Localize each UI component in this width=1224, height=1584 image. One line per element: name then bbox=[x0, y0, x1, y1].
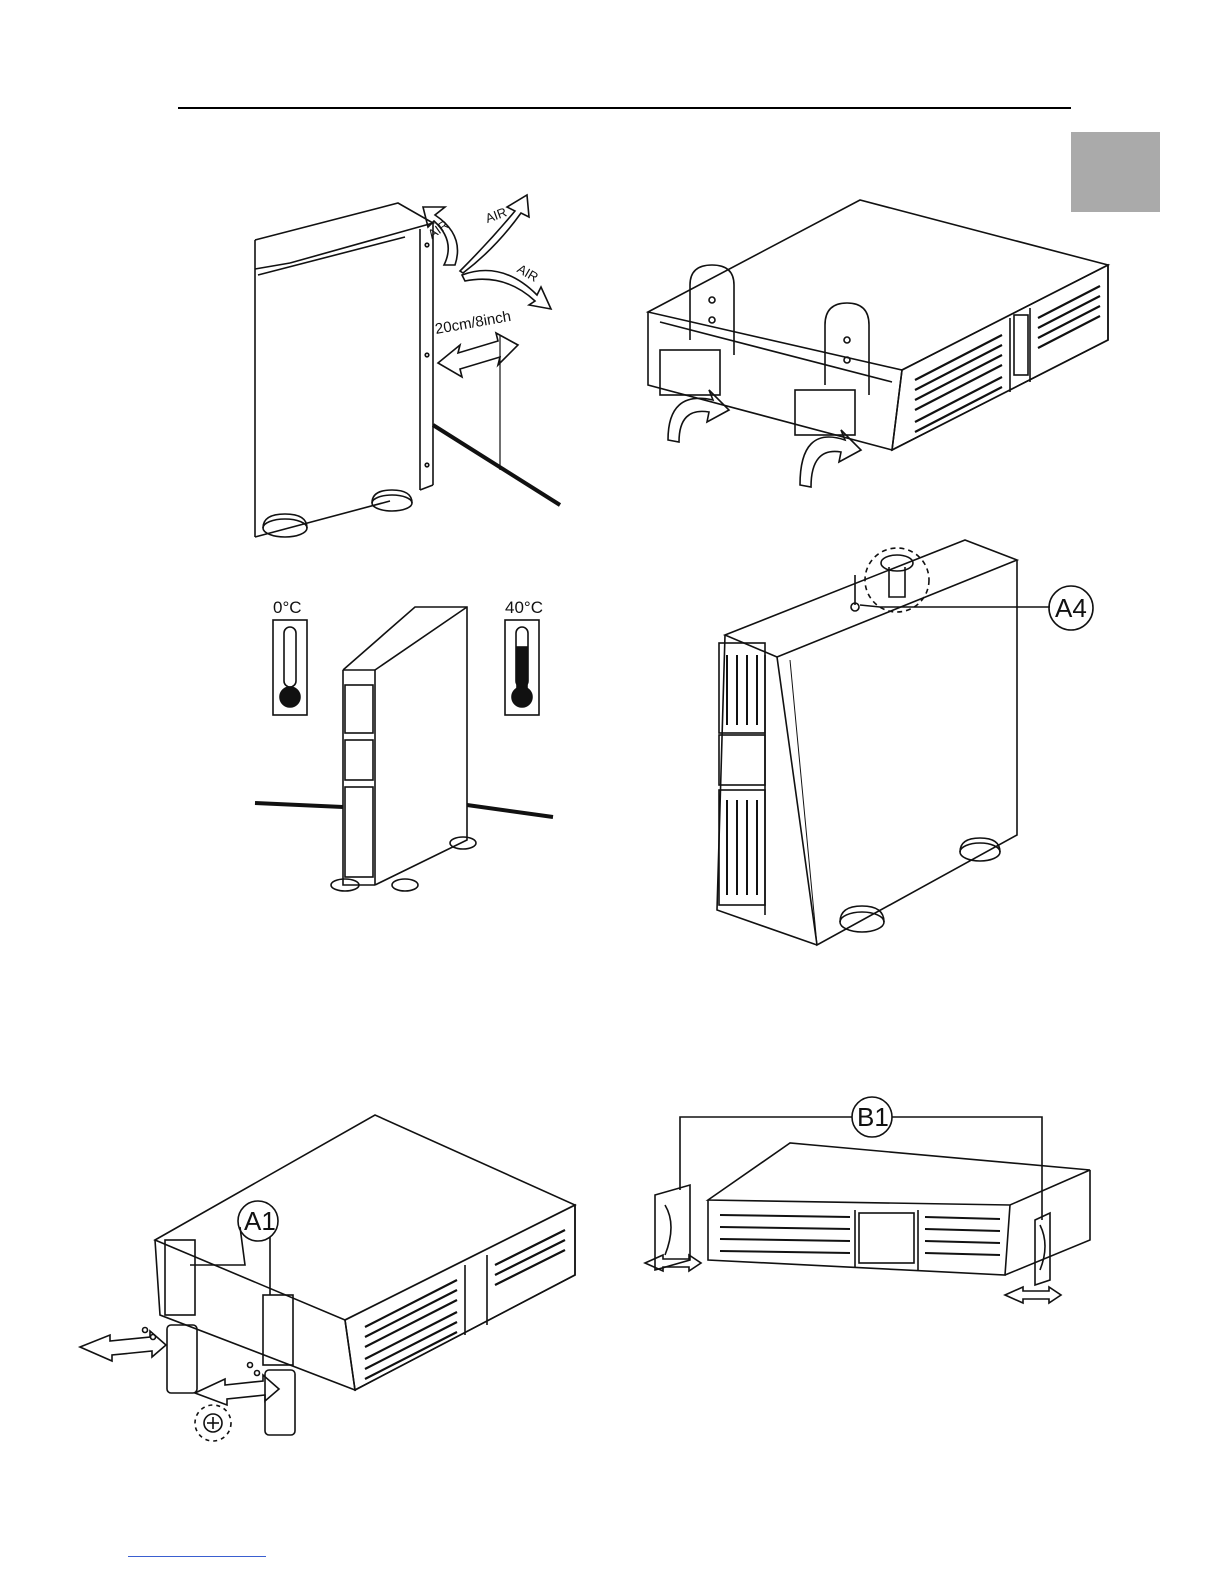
figure-rack-feet-install bbox=[630, 200, 1150, 495]
temp-min-label: 0°C bbox=[273, 598, 302, 617]
figure-screw-callout-a4: A4 bbox=[705, 535, 1105, 945]
clearance-label: 20cm/8inch bbox=[434, 308, 513, 338]
header-rule bbox=[178, 107, 1071, 109]
callout-a4: A4 bbox=[1055, 593, 1087, 623]
air-label: AIR bbox=[515, 261, 541, 285]
figure-handle-callout-b1: B1 bbox=[640, 1095, 1100, 1310]
figure-ventilation-clearance: AIR AIR AIR 20cm/8inch bbox=[230, 185, 580, 555]
footer-rule bbox=[128, 1556, 266, 1557]
callout-b1: B1 bbox=[857, 1102, 889, 1132]
figure-bracket-callout-a1: A1 bbox=[75, 1115, 585, 1465]
callout-a1: A1 bbox=[244, 1206, 276, 1236]
temp-max-label: 40°C bbox=[505, 598, 543, 617]
figure-temperature-range: 0°C 40°C bbox=[255, 595, 555, 905]
